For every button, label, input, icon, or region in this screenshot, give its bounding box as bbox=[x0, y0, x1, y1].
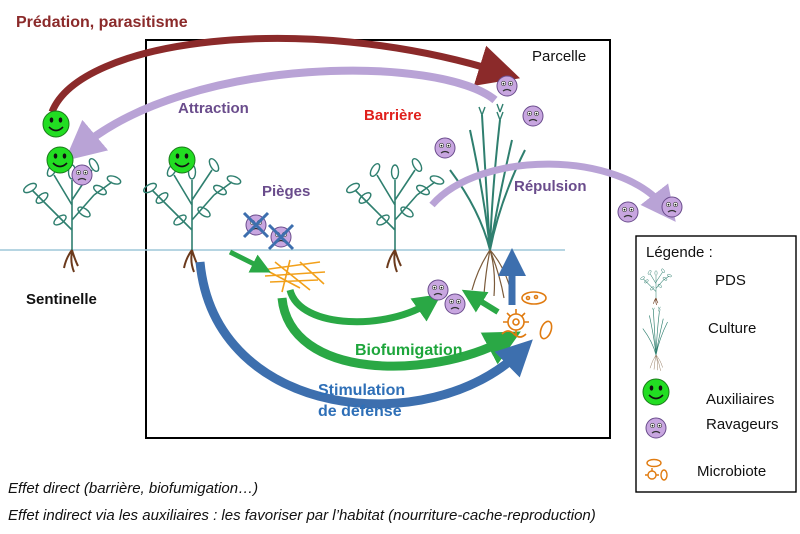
predation-label: Prédation, parasitisme bbox=[16, 14, 188, 31]
legend-item-label: Culture bbox=[708, 320, 756, 337]
repulsion-label: Répulsion bbox=[514, 178, 587, 195]
caption-indirect-effect: Effet indirect via les auxiliaires : les… bbox=[8, 507, 596, 524]
trapped-pest-icon bbox=[242, 211, 270, 239]
pest-sad-face-icon bbox=[496, 75, 518, 97]
barrier-plant-icon bbox=[344, 156, 446, 273]
stimulation-arrow bbox=[195, 261, 533, 409]
attraction-label: Attraction bbox=[178, 100, 249, 117]
legend-happy-face-icon bbox=[642, 378, 670, 406]
pest-sad-face-icon bbox=[617, 201, 639, 223]
sentinelle-label: Sentinelle bbox=[26, 291, 97, 308]
pest-sad-face-icon bbox=[434, 137, 456, 159]
predation-arrow bbox=[48, 34, 521, 114]
barriere-label: Barrière bbox=[364, 107, 422, 124]
legend-item-label: Auxiliaires bbox=[706, 391, 774, 408]
trapped-pest-icon bbox=[267, 223, 295, 251]
legend-item-label: Microbiote bbox=[697, 463, 766, 480]
parcelle-frame bbox=[145, 39, 611, 439]
pest-sad-face-icon bbox=[427, 279, 449, 301]
auxiliary-happy-face-icon bbox=[168, 146, 196, 174]
parcelle-label: Parcelle bbox=[532, 48, 586, 65]
caption-direct-effect: Effet direct (barrière, biofumigation…) bbox=[8, 480, 259, 497]
trap-plant-icon bbox=[141, 156, 243, 273]
microbe-pest-arrow bbox=[461, 289, 500, 315]
stimulation-label-line2: de défense bbox=[318, 403, 402, 420]
biofumigation-microbe-arrow bbox=[277, 297, 521, 371]
pieges-label: Pièges bbox=[262, 183, 310, 200]
legend: Légende : PDS Culture Auxiliaires Ravage… bbox=[635, 235, 797, 493]
microbe-cluster-icon bbox=[501, 291, 553, 340]
pest-sad-face-icon bbox=[444, 293, 466, 315]
legend-title: Légende : bbox=[646, 244, 713, 261]
pest-sad-face-icon bbox=[522, 105, 544, 127]
repulsion-arrow bbox=[429, 160, 676, 222]
biofumigation-label: Biofumigation bbox=[355, 342, 463, 359]
pest-sad-face-icon bbox=[71, 164, 93, 186]
residue-arrow bbox=[228, 249, 271, 273]
legend-microbe-icon bbox=[645, 458, 668, 481]
pest-sad-face-icon bbox=[661, 196, 683, 218]
stimulation-label-line1: Stimulation bbox=[318, 382, 405, 399]
auxiliary-happy-face-icon bbox=[42, 110, 70, 138]
auxiliary-happy-face-icon bbox=[46, 146, 74, 174]
biofumigation-pest-arrow bbox=[286, 288, 442, 326]
legend-sad-face-icon bbox=[645, 417, 667, 439]
legend-item-label: PDS bbox=[715, 272, 746, 289]
attraction-arrow bbox=[64, 66, 498, 161]
legend-item-label: Ravageurs bbox=[706, 416, 779, 433]
residue-mulch-icon bbox=[261, 259, 326, 293]
